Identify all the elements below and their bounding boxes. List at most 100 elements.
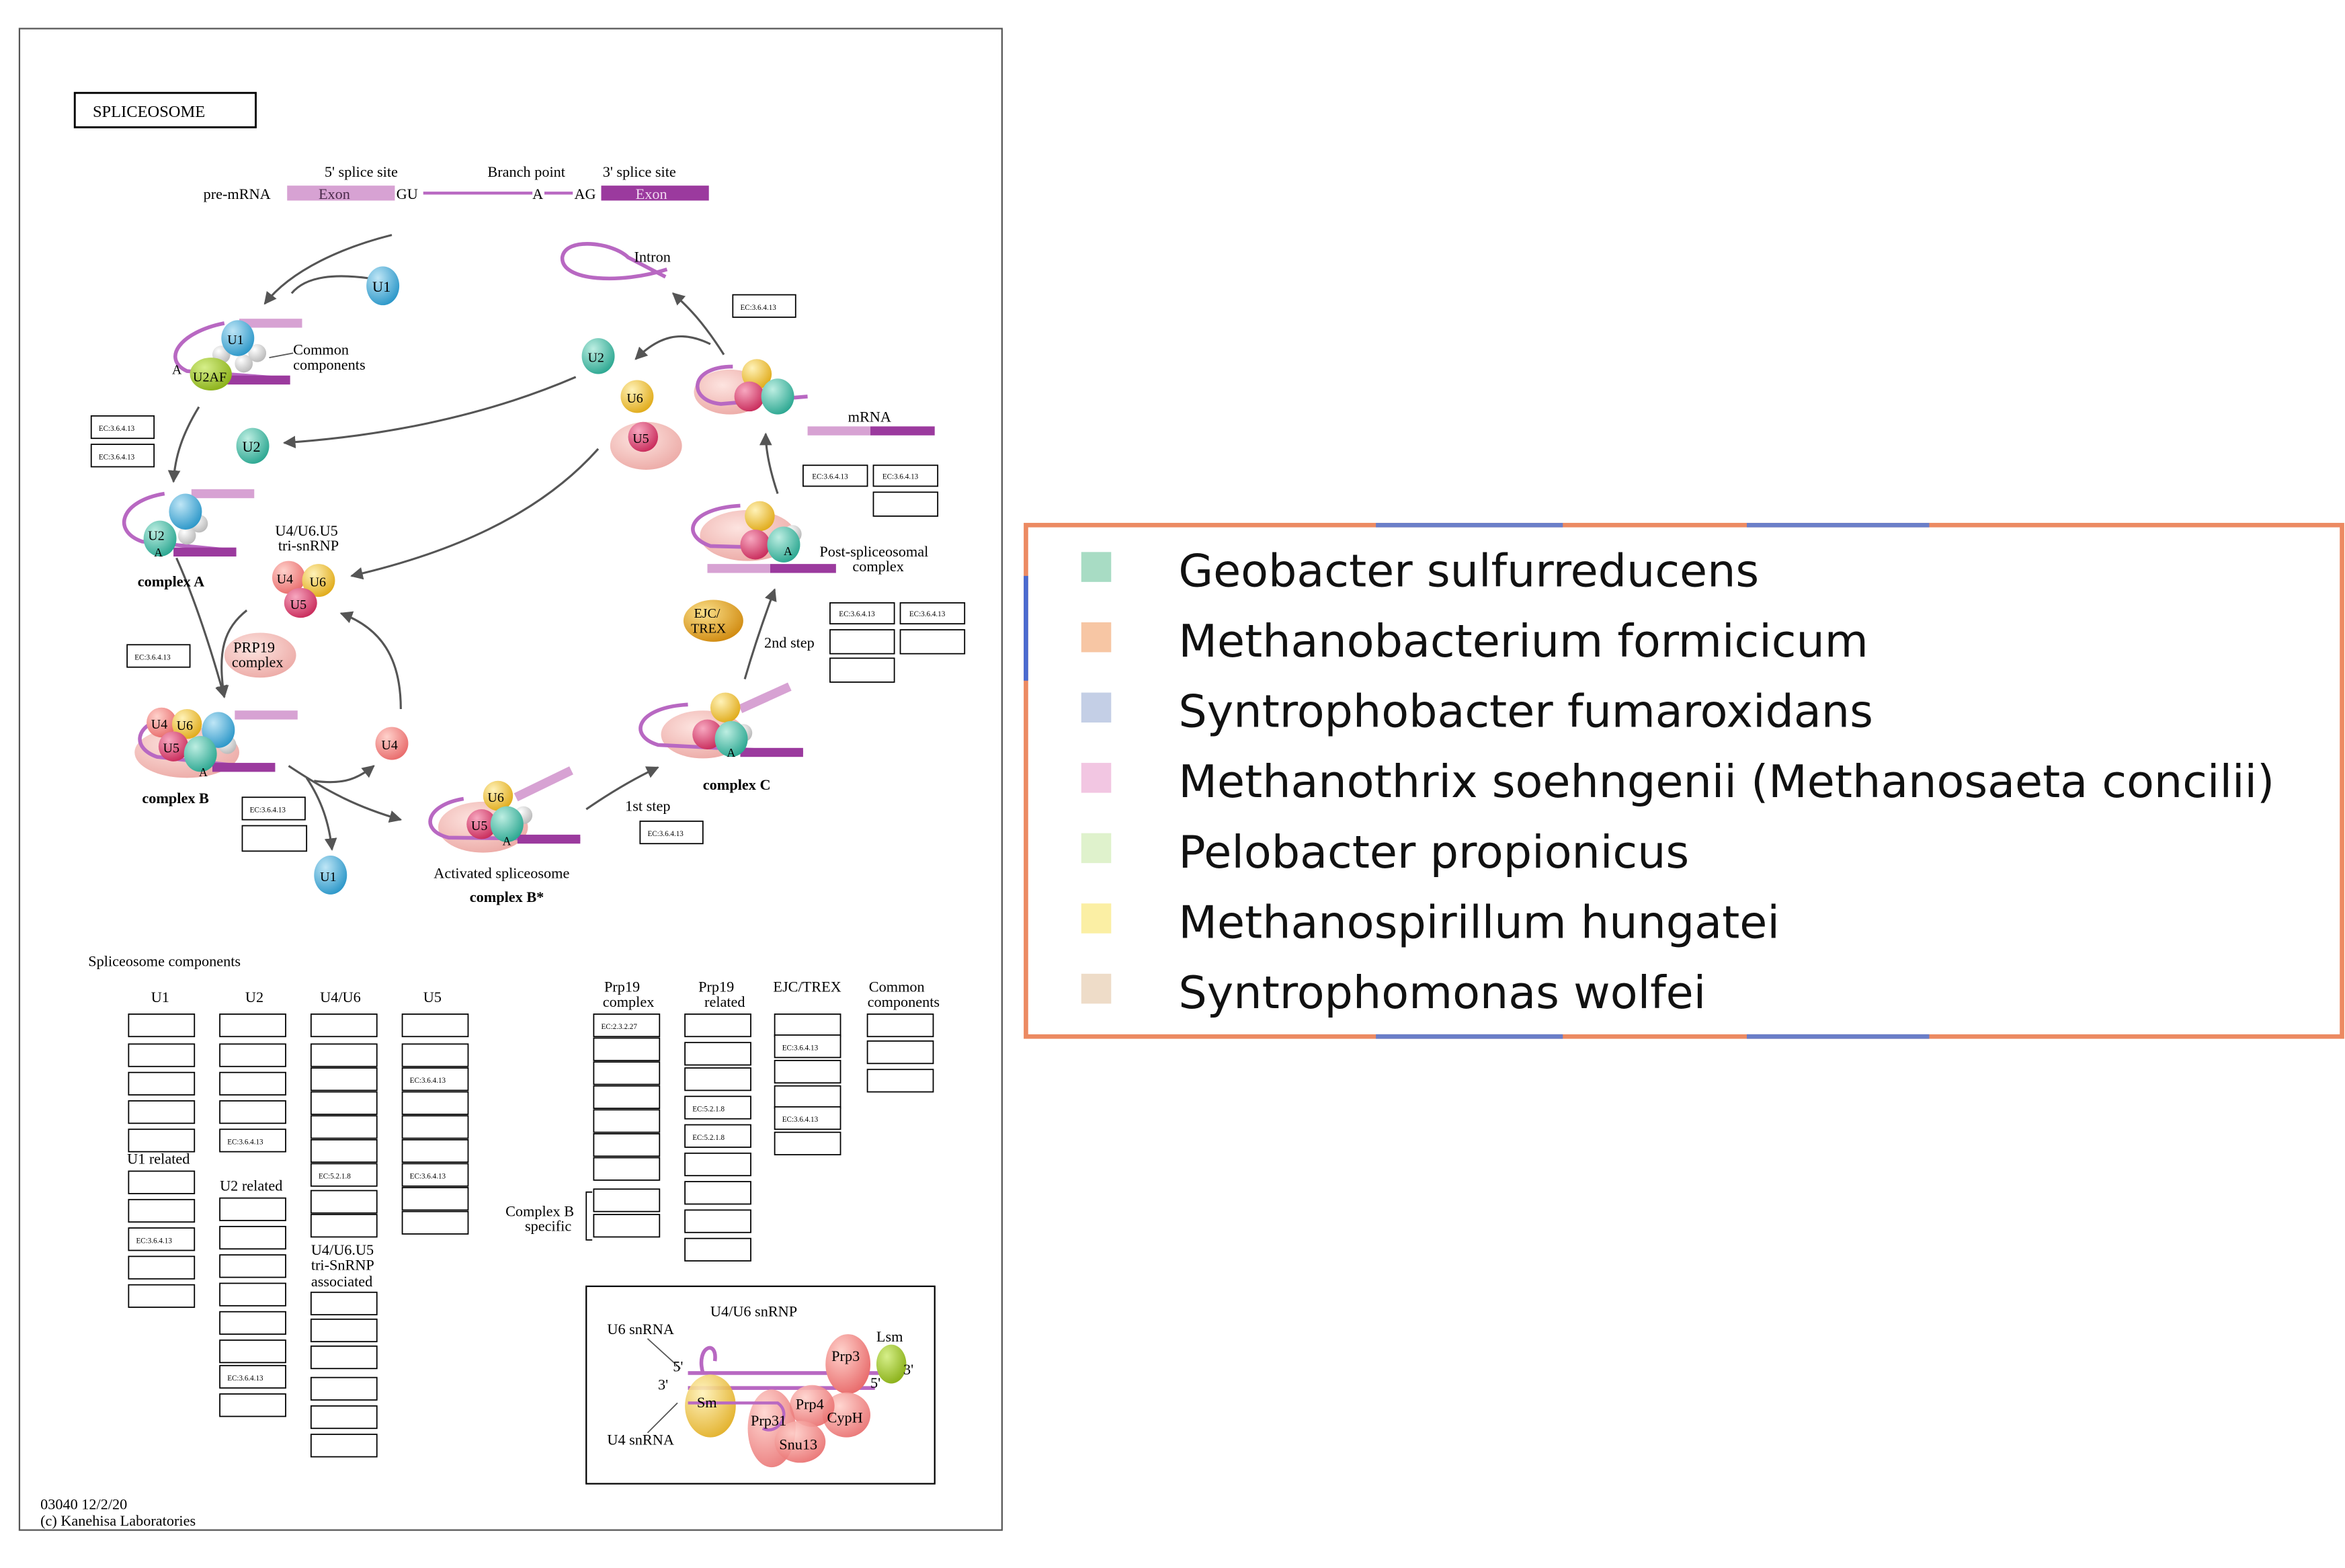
gene-box[interactable] (774, 1059, 841, 1084)
post-spliceosomal-complex[interactable]: A (691, 501, 836, 573)
ec-box[interactable] (732, 294, 796, 318)
tri-snrnp[interactable]: U4 U6 U5 (272, 561, 335, 618)
gene-box[interactable] (219, 1071, 286, 1096)
gene-box[interactable] (401, 1187, 469, 1211)
u1-free-particle[interactable]: U1 (366, 266, 400, 306)
gene-box[interactable] (219, 1339, 286, 1364)
ec-box[interactable] (90, 415, 155, 440)
gene-box[interactable] (593, 1085, 661, 1109)
gene-box[interactable] (219, 1043, 286, 1067)
gene-box[interactable] (899, 629, 966, 655)
gene-box[interactable] (866, 1040, 934, 1065)
title-box[interactable] (73, 91, 257, 128)
gene-box[interactable] (310, 1139, 378, 1163)
gene-box[interactable] (310, 1345, 378, 1370)
early-complex[interactable]: U1 U2AF A (172, 319, 302, 391)
gene-box[interactable] (310, 1376, 378, 1401)
gene-box[interactable] (128, 1071, 196, 1096)
gene-box[interactable] (219, 1364, 286, 1389)
gene-box[interactable] (774, 1034, 841, 1059)
gene-box[interactable] (866, 1069, 934, 1093)
gene-box[interactable] (310, 1318, 378, 1343)
ec-box[interactable] (829, 602, 895, 625)
gene-box[interactable] (128, 1255, 196, 1280)
gene-box[interactable] (593, 1109, 661, 1133)
ec-box[interactable] (639, 820, 704, 845)
u4-free[interactable]: U4 (375, 727, 409, 760)
gene-box[interactable] (684, 1014, 751, 1038)
ec-box[interactable] (126, 644, 191, 668)
gene-box[interactable] (310, 1405, 378, 1430)
gene-box[interactable] (593, 1061, 661, 1085)
gene-box[interactable] (593, 1037, 661, 1061)
gene-box[interactable] (310, 1291, 378, 1316)
gene-box[interactable] (774, 1014, 841, 1038)
gene-box[interactable] (219, 1128, 286, 1153)
gene-box[interactable] (774, 1085, 841, 1109)
gene-box[interactable] (684, 1209, 751, 1233)
gene-box[interactable] (219, 1282, 286, 1307)
gene-box[interactable] (684, 1067, 751, 1091)
gene-box[interactable] (401, 1043, 469, 1067)
gene-box[interactable] (401, 1163, 469, 1187)
ec-box[interactable] (899, 602, 966, 625)
gene-box[interactable] (310, 1014, 378, 1038)
gene-box[interactable] (310, 1091, 378, 1115)
gene-box[interactable] (219, 1393, 286, 1417)
gene-box[interactable] (866, 1014, 934, 1038)
gene-box[interactable] (684, 1152, 751, 1177)
gene-box[interactable] (829, 657, 895, 683)
gene-box[interactable] (128, 1128, 196, 1153)
prp19-complex[interactable]: PRP19 complex (224, 632, 296, 678)
gene-box[interactable] (401, 1014, 469, 1038)
gene-box[interactable] (593, 1133, 661, 1157)
gene-box[interactable] (219, 1254, 286, 1278)
gene-box[interactable] (310, 1163, 378, 1187)
gene-box[interactable] (219, 1197, 286, 1221)
intron-lariat-complex[interactable] (694, 359, 808, 415)
gene-box[interactable] (128, 1170, 196, 1194)
ec-box[interactable] (90, 444, 155, 468)
gene-box[interactable] (310, 1115, 378, 1139)
gene-box[interactable] (219, 1014, 286, 1038)
gene-box[interactable] (128, 1227, 196, 1251)
gene-box[interactable] (128, 1100, 196, 1124)
ec-box[interactable] (803, 464, 868, 487)
gene-box[interactable] (774, 1131, 841, 1155)
gene-box[interactable] (593, 1214, 661, 1238)
gene-box[interactable] (310, 1190, 378, 1214)
gene-box[interactable] (219, 1311, 286, 1335)
gene-box[interactable] (219, 1225, 286, 1250)
complex-a[interactable]: U2 A (122, 489, 255, 559)
u1-free-bottom[interactable]: U1 (314, 856, 347, 895)
gene-box[interactable] (310, 1214, 378, 1238)
gene-box[interactable] (241, 825, 308, 852)
gene-box[interactable] (128, 1043, 196, 1067)
gene-box[interactable] (684, 1042, 751, 1066)
gene-box[interactable] (401, 1210, 469, 1235)
gene-box[interactable] (401, 1115, 469, 1139)
complex-b[interactable]: U4 U6 U5 A (134, 707, 298, 779)
gene-box[interactable] (310, 1043, 378, 1067)
gene-box[interactable] (310, 1434, 378, 1458)
gene-box[interactable] (128, 1284, 196, 1308)
gene-box[interactable] (401, 1067, 469, 1091)
gene-box[interactable] (593, 1188, 661, 1212)
gene-box[interactable] (219, 1100, 286, 1124)
ec-box[interactable] (241, 796, 306, 821)
gene-box[interactable] (684, 1096, 751, 1120)
u4u6-snrnp-diagram[interactable] (647, 1334, 907, 1468)
u2-free-left[interactable]: U2 (236, 427, 270, 464)
complex-c[interactable]: A (639, 682, 804, 760)
gene-box[interactable] (774, 1106, 841, 1130)
gene-box[interactable] (401, 1091, 469, 1115)
gene-box[interactable] (128, 1198, 196, 1223)
gene-box[interactable] (829, 629, 895, 655)
gene-box[interactable] (593, 1014, 661, 1038)
gene-box[interactable] (684, 1237, 751, 1262)
gene-box[interactable] (128, 1014, 196, 1038)
ec-box[interactable] (872, 464, 939, 487)
released-snrnps[interactable]: U2 U6 U5 (581, 338, 682, 470)
ejc-trex[interactable]: EJC/ TREX (683, 600, 743, 642)
complex-bstar[interactable]: U6 U5 A (428, 766, 581, 853)
